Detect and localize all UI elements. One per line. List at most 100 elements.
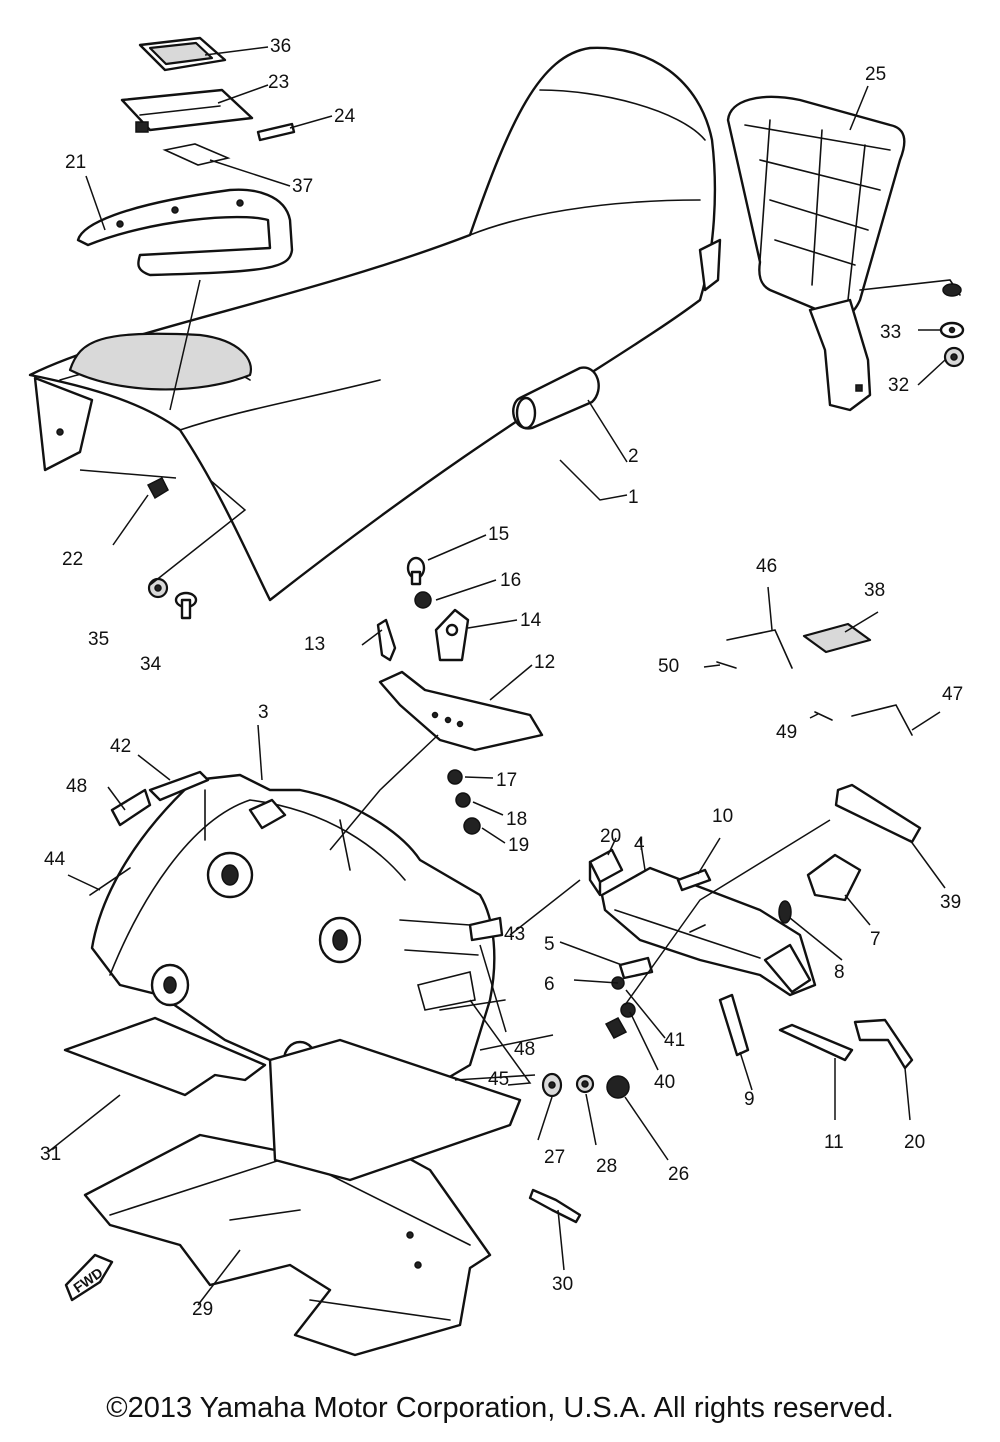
callout-22: 22 <box>62 549 83 570</box>
callout-36: 36 <box>270 36 291 57</box>
callout-20-left: 20 <box>600 826 621 847</box>
callout-34: 34 <box>140 654 162 675</box>
callout-25: 25 <box>865 64 886 85</box>
lid-gasket[interactable] <box>162 143 231 166</box>
seat-lid[interactable] <box>120 88 254 133</box>
fender-stay-rod[interactable] <box>89 867 131 896</box>
bracket-pin[interactable] <box>376 618 397 662</box>
fender-guard-strip[interactable] <box>148 770 210 802</box>
callout-20-right: 20 <box>904 1132 925 1153</box>
reflector-plate[interactable] <box>802 622 872 654</box>
callout-16: 16 <box>500 570 521 591</box>
callout-12: 12 <box>534 652 555 673</box>
callout-28: 28 <box>596 1156 617 1177</box>
seat-bolt[interactable] <box>174 591 198 620</box>
seat-assembly[interactable] <box>28 46 722 602</box>
seat-cover-plate[interactable] <box>138 36 227 72</box>
box-rail[interactable] <box>778 1023 854 1062</box>
callout-15: 15 <box>488 524 509 545</box>
tool-box-cap[interactable] <box>588 848 624 897</box>
callout-4: 4 <box>634 834 645 855</box>
tool-box[interactable] <box>600 866 817 997</box>
fender-spacer[interactable] <box>575 1074 595 1094</box>
callout-31: 31 <box>40 1144 61 1165</box>
bracket-collar[interactable] <box>455 792 471 808</box>
seat-trim-frame[interactable] <box>76 188 294 277</box>
callout-1: 1 <box>628 487 639 508</box>
tool-wrench-b[interactable] <box>851 704 913 736</box>
callout-49: 49 <box>776 722 797 743</box>
seat-lock-hook[interactable] <box>434 608 470 662</box>
callout-13: 13 <box>304 634 325 655</box>
box-spring[interactable] <box>604 1017 628 1039</box>
lid-pin[interactable] <box>256 122 296 142</box>
callout-46: 46 <box>756 556 777 577</box>
callout-5: 5 <box>544 934 555 955</box>
callout-44: 44 <box>44 849 66 870</box>
bracket-bushing[interactable] <box>447 769 463 785</box>
callout-40: 40 <box>654 1072 675 1093</box>
callout-11: 11 <box>824 1132 844 1153</box>
fender-nut[interactable] <box>606 1075 630 1099</box>
rear-carrier-rack[interactable] <box>726 95 961 412</box>
callout-48-left: 48 <box>66 776 87 797</box>
box-stay[interactable] <box>718 993 750 1057</box>
callout-19: 19 <box>508 835 529 856</box>
callout-27: 27 <box>544 1147 565 1168</box>
rack-washer[interactable] <box>939 321 965 339</box>
box-damper[interactable] <box>618 956 654 980</box>
callout-labels: 36 23 24 37 21 25 33 32 2 1 22 35 34 15 … <box>40 36 963 1320</box>
bracket-nut[interactable] <box>463 817 481 835</box>
callout-7: 7 <box>870 929 881 950</box>
floor-mat[interactable] <box>63 1016 267 1097</box>
callout-6: 6 <box>544 974 555 995</box>
panel-screw[interactable] <box>528 1188 582 1224</box>
callout-38: 38 <box>864 580 885 601</box>
callout-26: 26 <box>668 1164 689 1185</box>
callout-33: 33 <box>880 322 901 343</box>
fender-decal[interactable] <box>439 999 506 1011</box>
box-bracket-right[interactable] <box>853 1018 914 1070</box>
tool-pin-a[interactable] <box>814 711 833 721</box>
exploded-parts-diagram: FWD <box>28 36 965 1357</box>
callout-41: 41 <box>664 1030 685 1051</box>
seat-clip[interactable] <box>146 476 169 500</box>
tool-pin-b[interactable] <box>716 661 737 669</box>
callout-32: 32 <box>888 375 909 396</box>
box-hinge[interactable] <box>806 853 862 902</box>
box-damper-ring[interactable] <box>778 900 792 924</box>
side-strip-upper[interactable] <box>834 783 922 844</box>
callout-43: 43 <box>504 924 525 945</box>
callout-10: 10 <box>712 806 733 827</box>
forward-direction-arrow: FWD <box>64 1253 114 1302</box>
tool-wrench-a[interactable] <box>726 629 793 669</box>
fender-emblem[interactable] <box>468 916 504 942</box>
seat-grab-handle[interactable] <box>512 366 600 430</box>
callout-9: 9 <box>744 1089 755 1110</box>
callout-45: 45 <box>488 1069 509 1090</box>
rack-bolt[interactable] <box>942 283 962 297</box>
hook-nut[interactable] <box>414 591 432 609</box>
callout-37: 37 <box>292 176 313 197</box>
callout-48-right: 48 <box>514 1039 535 1060</box>
callout-47: 47 <box>942 684 963 705</box>
leader-lines <box>47 46 946 1306</box>
callout-30: 30 <box>552 1274 573 1295</box>
callout-2: 2 <box>628 446 639 467</box>
box-bolt[interactable] <box>676 868 712 892</box>
callout-39: 39 <box>940 892 961 913</box>
callout-24: 24 <box>334 106 356 127</box>
callout-21: 21 <box>65 152 86 173</box>
seat-mount-bracket[interactable] <box>378 670 544 752</box>
rack-nut[interactable] <box>943 346 965 368</box>
fender-washer[interactable] <box>541 1072 563 1098</box>
floor-panel[interactable] <box>268 1038 522 1182</box>
copyright-notice: ©2013 Yamaha Motor Corporation, U.S.A. A… <box>106 1392 894 1424</box>
callout-8: 8 <box>834 962 845 983</box>
callout-23: 23 <box>268 72 289 93</box>
fender-mudflap[interactable] <box>110 788 152 827</box>
callout-14: 14 <box>520 610 542 631</box>
seat-nut[interactable] <box>147 577 169 599</box>
hook-bolt[interactable] <box>406 556 426 586</box>
box-clip[interactable] <box>620 1002 636 1018</box>
